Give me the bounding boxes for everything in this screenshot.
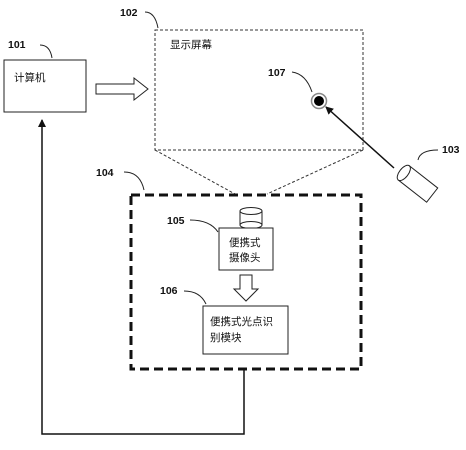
- laser-beam-arrow: [325, 106, 395, 169]
- portable-unit-box: [129, 193, 363, 371]
- fov-line-left: [154, 149, 236, 195]
- screen-box: [154, 29, 364, 151]
- computer-box: [3, 59, 87, 113]
- spot-ref: 107: [268, 67, 286, 79]
- camera-lens: [239, 207, 263, 229]
- output-arrow: [95, 76, 149, 102]
- module-ref: 106: [160, 285, 178, 297]
- light-spot: [314, 96, 324, 106]
- camera-block: 便携式 摄像头 105: [167, 207, 274, 271]
- laser-ref-leader: [417, 149, 439, 161]
- camera-ref-leader: [189, 219, 219, 233]
- internal-arrow: [232, 274, 260, 302]
- screen-block: 显示屏幕 102: [120, 7, 364, 151]
- module-ref-leader: [183, 290, 207, 305]
- laser-pointer-group: 103: [325, 106, 460, 203]
- unit-ref-leader: [123, 171, 145, 191]
- computer-ref-leader: [39, 44, 53, 59]
- camera-label-line1: 便携式: [229, 236, 261, 249]
- feedback-line: [38, 119, 245, 435]
- computer-block: 计算机 101: [3, 39, 87, 113]
- laser-ref: 103: [442, 144, 460, 156]
- spot-ref-leader: [291, 71, 313, 93]
- recognition-module-box: [202, 305, 289, 355]
- computer-label: 计算机: [14, 71, 46, 84]
- computer-ref: 101: [8, 39, 26, 51]
- laser-pointer-tip: [396, 164, 411, 182]
- module-label-line2: 别模块: [210, 332, 242, 344]
- screen-ref: 102: [120, 7, 138, 19]
- unit-ref: 104: [96, 167, 114, 179]
- module-label-line1: 便携式光点识: [210, 315, 273, 328]
- portable-unit-block: 104: [96, 167, 363, 371]
- light-spot-group: 107: [268, 67, 328, 110]
- camera-box: [218, 227, 274, 271]
- camera-label-line2: 摄像头: [229, 251, 261, 264]
- screen-label: 显示屏幕: [170, 38, 212, 51]
- recognition-module-block: 便携式光点识 别模块 106: [160, 285, 289, 355]
- camera-ref: 105: [167, 215, 185, 227]
- fov-line-right: [266, 149, 364, 195]
- screen-ref-leader: [144, 11, 159, 29]
- laser-pointer: [396, 164, 439, 203]
